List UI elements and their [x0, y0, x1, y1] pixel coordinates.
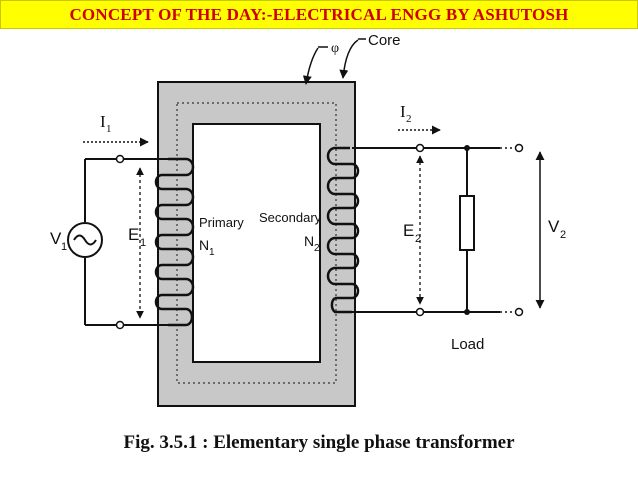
- ac-source-icon: [67, 222, 103, 258]
- v2-label: V 2: [548, 217, 566, 241]
- svg-text:2: 2: [406, 113, 412, 125]
- n1-label: N 1: [199, 237, 215, 258]
- svg-text:I: I: [100, 112, 106, 131]
- primary-terminal-top: [115, 154, 125, 164]
- svg-text:2: 2: [415, 233, 421, 245]
- figure-caption: Fig. 3.5.1 : Elementary single phase tra…: [123, 432, 515, 453]
- svg-text:N: N: [199, 237, 209, 253]
- secondary-coil: [326, 146, 360, 314]
- secondary-circuit: [352, 147, 500, 313]
- i2-label: I 2: [400, 102, 412, 125]
- flux-pointer: [302, 47, 319, 85]
- core-pointer: [339, 39, 359, 79]
- secondary-terminal-top: [415, 143, 425, 153]
- svg-text:1: 1: [209, 247, 215, 258]
- primary-label: Primary: [199, 215, 244, 230]
- secondary-label: Secondary: [259, 210, 322, 225]
- svg-text:V: V: [50, 229, 62, 248]
- load-node-top: [464, 145, 470, 151]
- svg-text:2: 2: [314, 243, 320, 254]
- load-resistor: [459, 195, 475, 251]
- svg-text:1: 1: [140, 237, 146, 249]
- svg-text:1: 1: [61, 241, 67, 253]
- e2-label: E 2: [403, 221, 421, 245]
- n2-label: N 2: [304, 233, 320, 254]
- transformer-diagram: φ Core I 1 I 2 V 1 E 1 E 2 V 2 Primary N…: [50, 32, 566, 407]
- load-node-bottom: [464, 309, 470, 315]
- core-label: Core: [368, 32, 401, 49]
- svg-text:2: 2: [560, 229, 566, 241]
- secondary-terminal-bottom: [415, 307, 425, 317]
- svg-text:I: I: [400, 102, 406, 121]
- svg-text:N: N: [304, 233, 314, 249]
- svg-text:E: E: [403, 221, 414, 240]
- load-label: Load: [451, 336, 484, 353]
- output-terminal-top: [514, 143, 524, 153]
- i1-label: I 1: [100, 112, 112, 135]
- primary-coil: [154, 157, 195, 327]
- svg-text:V: V: [548, 217, 560, 236]
- flux-label: φ: [331, 41, 339, 56]
- primary-circuit: [84, 158, 168, 326]
- svg-text:1: 1: [106, 123, 112, 135]
- svg-text:E: E: [128, 225, 139, 244]
- transformer-core: [157, 81, 356, 407]
- title-banner: CONCEPT OF THE DAY:-ELECTRICAL ENGG BY A…: [0, 0, 638, 29]
- v1-label: V 1: [50, 229, 67, 253]
- output-terminal-bottom: [514, 307, 524, 317]
- e1-label: E 1: [128, 225, 146, 249]
- banner-text: CONCEPT OF THE DAY:-ELECTRICAL ENGG BY A…: [69, 4, 569, 24]
- primary-terminal-bottom: [115, 320, 125, 330]
